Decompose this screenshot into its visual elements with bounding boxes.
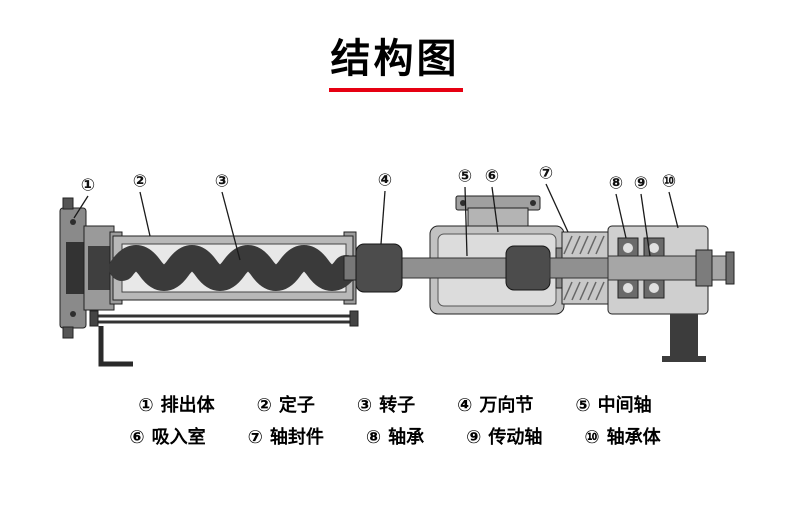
legend-item-label: 转子	[379, 395, 416, 416]
legend: ① 排出体 ② 定子 ③ 转子 ④ 万向节 ⑤ 中间轴 ⑥ 吸入	[0, 390, 790, 454]
drive-shaft	[549, 249, 735, 287]
callout-5: ⑤	[456, 166, 474, 187]
legend-item-label: 吸入室	[151, 427, 206, 448]
callout-3: ③	[213, 171, 231, 192]
legend-item: ④ 万向节	[457, 390, 533, 422]
legend-item-number: ⑩	[584, 427, 600, 448]
callout-7: ⑦	[537, 163, 555, 184]
legend-item: ⑧ 轴承	[366, 422, 424, 454]
legend-item-number: ②	[256, 395, 272, 416]
legend-item-label: 排出体	[160, 395, 215, 416]
legend-item: ⑨ 传动轴	[466, 422, 542, 454]
right-support-foot	[662, 314, 706, 362]
legend-item-label: 轴承	[388, 427, 425, 448]
callout-4: ④	[376, 170, 394, 191]
pump-cross-section	[59, 183, 735, 367]
legend-item-label: 轴封件	[269, 427, 324, 448]
legend-item-number: ④	[457, 395, 473, 416]
callout-8: ⑧	[607, 173, 625, 194]
legend-item-label: 定子	[278, 395, 315, 416]
legend-item-label: 中间轴	[597, 395, 652, 416]
callout-6: ⑥	[483, 166, 501, 187]
leader-lines	[73, 183, 679, 261]
page-title: 结构图	[330, 36, 460, 82]
callout-10: ⑩	[660, 171, 678, 192]
legend-item-label: 传动轴	[488, 427, 543, 448]
legend-item-number: ⑦	[247, 427, 263, 448]
rotor	[109, 245, 359, 291]
legend-item-label: 万向节	[479, 395, 534, 416]
tie-rods	[89, 310, 359, 327]
universal-joint	[343, 243, 551, 293]
legend-item: ③ 转子	[357, 390, 415, 422]
legend-item-label: 轴承体	[606, 427, 661, 448]
legend-item-number: ⑨	[466, 427, 482, 448]
legend-item: ① 排出体	[138, 390, 214, 422]
legend-item-number: ①	[138, 395, 154, 416]
callout-9: ⑨	[632, 173, 650, 194]
bearing	[617, 237, 665, 299]
legend-row-1: ① 排出体 ② 定子 ③ 转子 ④ 万向节 ⑤ 中间轴	[0, 390, 790, 422]
legend-item: ⑦ 轴封件	[248, 422, 324, 454]
left-support-bracket	[98, 326, 133, 367]
legend-row-2: ⑥ 吸入室 ⑦ 轴封件 ⑧ 轴承 ⑨ 传动轴 ⑩ 轴承体	[0, 422, 790, 454]
callout-2: ②	[131, 171, 149, 192]
legend-item-number: ⑧	[365, 427, 382, 448]
legend-item-number: ③	[356, 395, 373, 416]
legend-item-number: ⑤	[575, 395, 591, 416]
title-underline	[329, 88, 463, 92]
legend-item: ② 定子	[257, 390, 315, 422]
legend-item: ⑤ 中间轴	[575, 390, 651, 422]
legend-item-number: ⑥	[129, 427, 145, 448]
legend-item: ⑥ 吸入室	[129, 422, 205, 454]
legend-item: ⑩ 轴承体	[584, 422, 660, 454]
pump-diagram: ① ② ③ ④ ⑤ ⑥ ⑦ ⑧ ⑨ ⑩	[0, 150, 790, 392]
callout-1: ①	[79, 175, 97, 196]
